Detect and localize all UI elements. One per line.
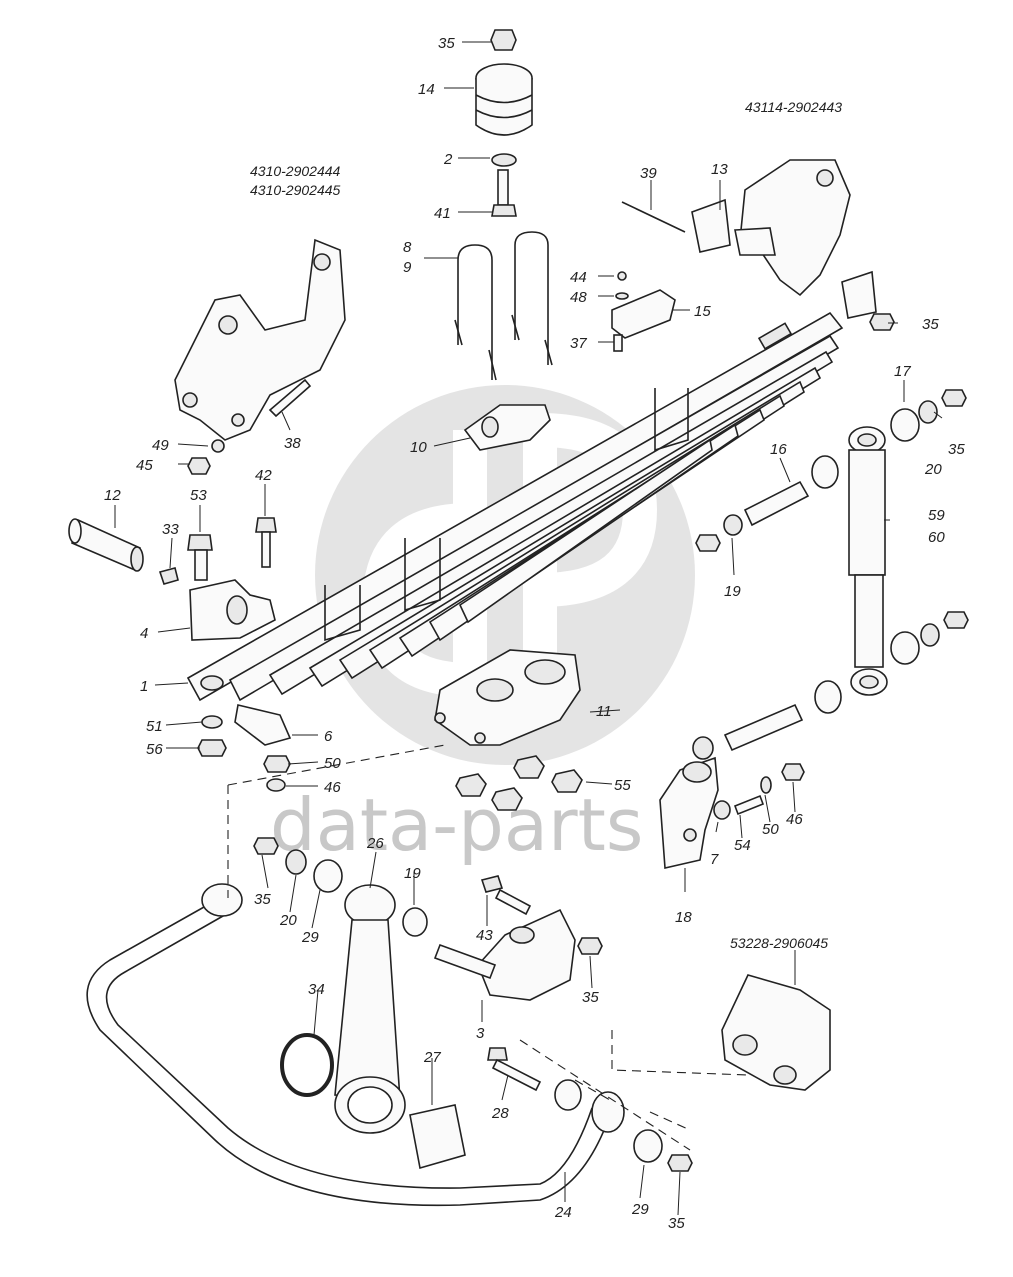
callout-53: 53 xyxy=(190,487,207,504)
callout-33: 33 xyxy=(162,521,179,538)
callout-4: 4 xyxy=(140,625,148,642)
leaf-spring xyxy=(186,311,844,702)
watermark-text: data-parts xyxy=(270,783,643,867)
callout-10: 10 xyxy=(410,439,427,456)
callout-17: 17 xyxy=(894,363,911,380)
callout-50: 50 xyxy=(762,821,779,838)
callout-59: 59 xyxy=(928,507,945,524)
callout-44: 44 xyxy=(570,269,587,286)
callout-8: 8 xyxy=(403,239,412,256)
callout-16: 16 xyxy=(770,441,787,458)
stabilizer-bar xyxy=(86,883,625,1207)
callout-19: 19 xyxy=(724,583,741,600)
callout-39: 39 xyxy=(640,165,657,182)
bracket-bottom xyxy=(721,974,831,1091)
callout-49: 49 xyxy=(152,437,169,454)
dashed-guides xyxy=(227,744,749,1151)
shock-absorber xyxy=(848,389,969,696)
callout-34: 34 xyxy=(308,981,325,998)
nuts-55 xyxy=(455,755,583,811)
pad-plate xyxy=(611,271,676,352)
callout-20: 20 xyxy=(924,461,942,478)
bracket-18 xyxy=(659,756,805,869)
spring-cap xyxy=(463,404,551,451)
bracket-3 xyxy=(433,875,603,1001)
bolts-left xyxy=(158,517,277,585)
callout-9: 9 xyxy=(403,259,412,276)
callout-35: 35 xyxy=(438,35,455,52)
callout-35: 35 xyxy=(254,891,271,908)
callout-48: 48 xyxy=(570,289,587,306)
callout-35: 35 xyxy=(948,441,965,458)
callout-46: 46 xyxy=(324,779,341,796)
callout-27: 27 xyxy=(423,1049,441,1066)
callout-35: 35 xyxy=(582,989,599,1006)
callout-13: 13 xyxy=(711,161,728,178)
callout-24: 24 xyxy=(554,1204,572,1221)
callout-50: 50 xyxy=(324,755,341,772)
pin-28 xyxy=(487,1047,693,1172)
left-bracket xyxy=(174,238,346,475)
callout-46: 46 xyxy=(786,811,803,828)
callout-60: 60 xyxy=(928,529,945,546)
callout-29: 29 xyxy=(631,1201,649,1218)
callout-38: 38 xyxy=(284,435,301,452)
callout-7: 7 xyxy=(710,851,719,868)
callout-12: 12 xyxy=(104,487,121,504)
callout-19: 19 xyxy=(404,865,421,882)
callout-41: 41 xyxy=(434,205,451,222)
callout-11: 11 xyxy=(596,703,612,720)
code-bracket-left-2: 4310-2902445 xyxy=(250,182,341,198)
callout-35: 35 xyxy=(668,1215,685,1232)
callout-54: 54 xyxy=(734,837,751,854)
callout-43: 43 xyxy=(476,927,493,944)
callout-15: 15 xyxy=(694,303,711,320)
callout-28: 28 xyxy=(491,1105,509,1122)
callout-37: 37 xyxy=(570,335,587,352)
callout-56: 56 xyxy=(146,741,163,758)
spring-seat xyxy=(189,579,276,641)
callout-35: 35 xyxy=(922,316,939,333)
callout-2: 2 xyxy=(443,151,453,168)
callout-6: 6 xyxy=(324,728,333,745)
callout-26: 26 xyxy=(366,835,384,852)
code-bracket-right: 43114-2902443 xyxy=(745,99,842,115)
bump-stop xyxy=(475,29,533,217)
code-bracket-bottom: 53228-2906045 xyxy=(730,935,828,951)
callout-20: 20 xyxy=(279,912,297,929)
code-bracket-left-1: 4310-2902444 xyxy=(250,163,341,179)
link-26 xyxy=(253,837,466,1170)
housing-11 xyxy=(434,649,581,746)
callout-55: 55 xyxy=(614,777,631,794)
callout-1: 1 xyxy=(140,678,148,695)
leader-lines xyxy=(114,41,943,1216)
pin-12 xyxy=(68,518,144,572)
callout-42: 42 xyxy=(255,467,272,484)
callout-29: 29 xyxy=(301,929,319,946)
callout-3: 3 xyxy=(476,1025,485,1042)
callout-18: 18 xyxy=(675,909,692,926)
callout-14: 14 xyxy=(418,81,435,98)
clip-6 xyxy=(197,704,292,792)
u-bolts xyxy=(454,231,553,381)
callout-45: 45 xyxy=(136,457,153,474)
callout-51: 51 xyxy=(146,718,163,735)
right-bracket xyxy=(621,159,895,331)
shock-pins xyxy=(692,455,842,760)
